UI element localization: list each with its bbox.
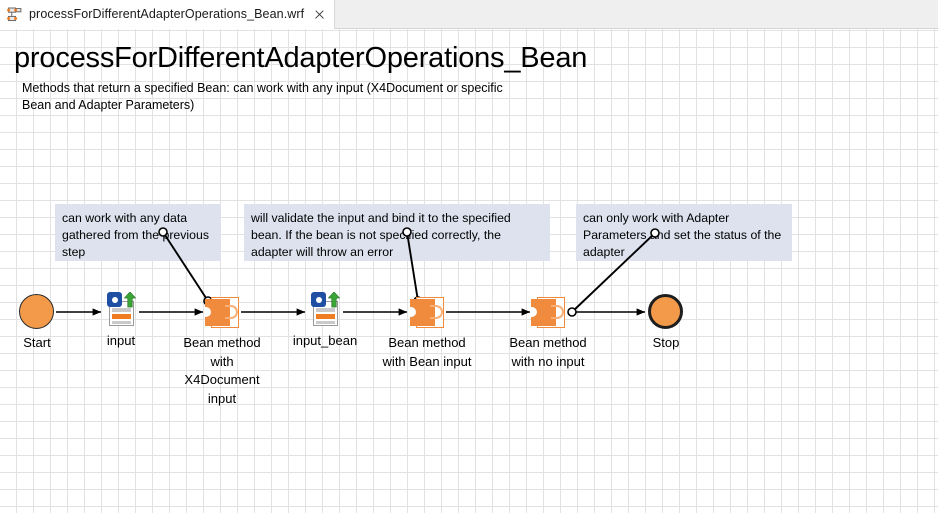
node-label: Stop bbox=[652, 335, 680, 350]
document-gear-upload-icon bbox=[104, 291, 138, 327]
page-title: processForDifferentAdapterOperations_Bea… bbox=[14, 42, 588, 74]
node-label: input bbox=[106, 333, 136, 348]
node-input[interactable]: input bbox=[104, 291, 138, 348]
document-gear-upload-icon bbox=[308, 291, 342, 327]
node-label: input_bean bbox=[292, 333, 358, 348]
circle-terminal-icon bbox=[19, 294, 54, 329]
node-stop[interactable]: Stop bbox=[648, 294, 684, 350]
annotation-note-adapter-parameters[interactable]: can only work with Adapter Parameters an… bbox=[576, 204, 792, 261]
node-bean-method-no-input[interactable]: Bean method with no input bbox=[509, 297, 587, 369]
node-label: Bean method with Bean input bbox=[382, 335, 472, 369]
puzzle-piece-icon bbox=[205, 297, 239, 328]
tab-bar: processForDifferentAdapterOperations_Bea… bbox=[0, 0, 938, 29]
page-subtitle: Methods that return a specified Bean: ca… bbox=[22, 81, 503, 112]
puzzle-piece-icon bbox=[531, 297, 565, 328]
node-bean-method-bean-input[interactable]: Bean method with Bean input bbox=[383, 297, 471, 369]
node-label: Start bbox=[23, 335, 51, 350]
diagram-canvas[interactable]: processForDifferentAdapterOperations_Bea… bbox=[0, 29, 938, 513]
node-start[interactable]: Start bbox=[19, 294, 55, 350]
annotation-note-validate-bind[interactable]: will validate the input and bind it to t… bbox=[244, 204, 550, 261]
flow-diagram-icon bbox=[7, 7, 24, 22]
node-input-bean[interactable]: input_bean bbox=[293, 291, 357, 348]
node-label: Bean method with no input bbox=[509, 335, 587, 369]
close-icon[interactable] bbox=[313, 8, 326, 21]
circle-terminal-icon bbox=[648, 294, 683, 329]
node-bean-method-x4document-input[interactable]: Bean method with X4Document input bbox=[183, 297, 261, 406]
puzzle-piece-icon bbox=[410, 297, 444, 328]
node-label: Bean method with X4Document input bbox=[183, 335, 261, 406]
annotation-note-any-data[interactable]: can work with any data gathered from the… bbox=[55, 204, 221, 261]
tab-process-for-different-adapter-operations-bean[interactable]: processForDifferentAdapterOperations_Bea… bbox=[0, 0, 336, 29]
tab-label: processForDifferentAdapterOperations_Bea… bbox=[29, 7, 305, 21]
